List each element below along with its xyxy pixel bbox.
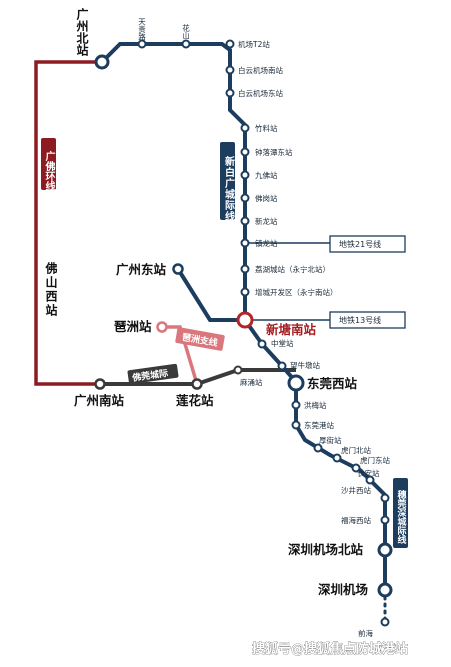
zhongtang-marker[interactable] [257,339,267,349]
zengcheng-marker[interactable] [240,287,250,297]
guangzhou-south-marker[interactable] [94,378,106,390]
metro-13-label: 地铁13号线 [339,315,381,325]
watermark-text: 搜狐号@搜狐焦点防城港站 [252,641,408,657]
huashan-marker[interactable] [181,39,191,49]
zhongluotan-marker[interactable] [240,147,250,157]
zengcheng-label: 增城开发区（永宁南站） [255,287,338,297]
metro-21-tag [329,235,406,253]
machong-label: 麻涌站 [240,377,263,387]
humen-east-marker[interactable] [351,463,361,473]
xinlong-label: 新龙站 [255,216,278,226]
baiyun-south-label: 白云机场南站 [238,65,283,75]
wangniudun-label: 望牛墩站 [290,360,320,370]
dongguan-port-marker[interactable] [291,420,301,430]
humen-east-label: 虎门东站 [360,455,390,465]
humen-north-label: 虎门北站 [341,445,371,455]
changan-marker[interactable] [365,475,375,485]
baiyun-east-marker[interactable] [225,88,235,98]
pazhou-branch-badge [175,327,225,351]
houjie-marker[interactable] [313,443,323,453]
guangzhou-east-spur [176,267,245,322]
lianhua-label: 莲花站 [176,393,214,408]
huashan-label: 花山 [181,23,190,41]
machong-marker[interactable] [233,365,243,375]
zhongluotan-label: 钟落潭东站 [255,147,293,157]
wangniudun-marker[interactable] [277,361,287,371]
guangzhou-east-marker[interactable] [172,263,184,275]
sui-shen-line-label: 穗莞深城际线 [396,489,408,545]
shajing-west-label: 沙井西站 [341,485,371,495]
metro-21-label: 地铁21号线 [339,239,381,249]
guangfo-ring-badge [41,138,56,190]
shenzhen-airport-marker[interactable] [377,582,393,598]
guangfo-ring-label: 广佛环线 [43,150,56,192]
airport-t2-label: 机场T2站 [238,39,270,49]
xinbai-line-label: 新白广城际线 [223,155,235,222]
jiufo-label: 九佛站 [255,170,278,180]
pazhou-marker[interactable] [156,321,168,333]
baiyun-east-label: 白云机场东站 [238,88,283,98]
fuhai-west-label: 福海西站 [341,515,371,525]
changan-label: 长安站 [357,468,380,478]
tiangui-road-marker[interactable] [137,39,147,49]
guangzhou-north-label: 广州北站 [75,7,89,57]
fogang-label: 佛岗站 [255,193,278,203]
houjie-label: 厚街站 [319,435,342,445]
dongguan-port-label: 东莞港站 [304,420,334,430]
lihu-marker[interactable] [240,264,250,274]
lianhua-marker[interactable] [191,378,203,390]
zhuliao-marker[interactable] [240,123,250,133]
fogang-marker[interactable] [240,193,250,203]
xintang-south-label: 新塘南站 [266,322,317,337]
shenzhen-airport-north-marker[interactable] [377,542,393,558]
foguan-intercity-line [100,368,296,386]
zhenlong-label: 镇龙站 [255,238,278,248]
xinbai-line-badge [220,142,235,220]
pazhou-branch-line [162,325,199,385]
sui-shen-line-badge [393,478,408,548]
shajing-west-marker[interactable] [380,493,390,503]
small-station-markers [137,39,390,627]
zhenlong-marker[interactable] [240,238,250,248]
qianhai-marker[interactable] [380,617,390,627]
guangzhou-east-label: 广州东站 [116,262,167,277]
shenzhen-airport-label: 深圳机场 [318,582,368,597]
zhuliao-label: 竹料站 [255,123,278,133]
qianhai-label: 前海 [358,628,373,638]
guangzhou-north-station-marker[interactable] [94,54,110,70]
tiangui-road-label: 天贵路 [137,18,146,41]
jiufo-marker[interactable] [240,170,250,180]
metro-13-tag [329,311,406,329]
guangzhou-south-label: 广州南站 [74,393,125,408]
humen-north-marker[interactable] [332,453,342,463]
hongmei-marker[interactable] [291,400,301,410]
fuhai-west-marker[interactable] [380,515,390,525]
xinlong-marker[interactable] [240,216,250,226]
xintang-south-station-marker[interactable] [236,311,254,329]
airport-t2-marker[interactable] [225,39,235,49]
foguan-line-badge [127,363,179,385]
dongguan-west-label: 东莞西站 [307,376,358,391]
baiyun-south-marker[interactable] [225,65,235,75]
dongguan-west-station-marker[interactable] [287,374,305,392]
guangfo-ring-line [34,60,102,386]
zhongtang-label: 中堂站 [271,338,294,348]
lihu-label: 荔湖城站（永宁北站） [255,264,330,274]
shenzhen-airport-north-label: 深圳机场北站 [288,542,364,557]
foshan-west-label: 佛山西站 [44,261,58,318]
hongmei-label: 洪梅站 [304,400,327,410]
pazhou-label: 琶洲站 [114,319,152,334]
